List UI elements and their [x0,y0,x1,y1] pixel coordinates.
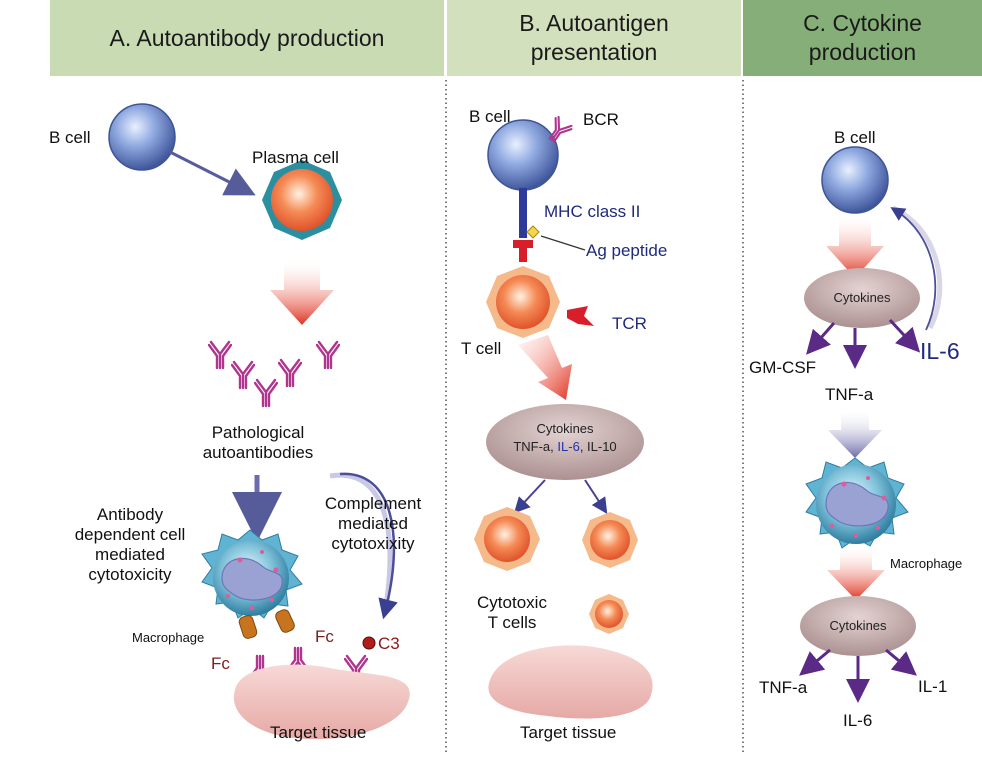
panel-c-cytokines-bottom-label: Cytokines [829,618,887,633]
panel-b-cytokines-list: TNF-a, IL-6, IL-10 [486,438,644,456]
fc-receptor-right [275,609,295,633]
cytokine-arrow-right [584,479,608,515]
panel-b-cytokine-pill [486,404,644,480]
il6-feedback-arrow [890,207,937,331]
panel-a-macrophage-label: Macrophage [132,630,205,645]
ag-peptide-label: Ag peptide [586,241,668,260]
panel-c-cytokine-pill-top [804,268,920,328]
panel-b-b-cell [487,119,559,191]
panel-a-target-tissue [233,664,410,740]
panel-b-cytokines-text: Cytokines TNF-a, IL-6, IL-10 [486,420,644,456]
fc-left-label: Fc [211,654,230,673]
bcr-label: BCR [583,110,619,129]
panel-b-b-cell-label: B cell [469,107,511,126]
il6-bottom-label: IL-6 [843,711,873,730]
cytotoxic-t-cell-3-core [595,600,623,628]
ag-peptide-diamond [526,225,540,239]
panel-c-b-cell-label: B cell [834,128,876,147]
tnfa-bottom-label: TNF-a [759,678,808,697]
il6-feedback-bg [891,205,943,330]
il6-top-label: IL-6 [920,338,960,364]
adcc-line3: mediated [95,545,165,564]
t-cell-label: T cell [461,339,502,358]
tcr-contact [513,240,533,262]
fc-right-label: Fc [315,627,334,646]
tnfa-to-macrophage-arrow [828,412,882,458]
pathological-line1: Pathological [211,423,305,442]
cytotoxic-t-cell-1-core [484,516,530,562]
panel-a-b-cell [108,103,176,171]
tcr-label: TCR [612,314,647,333]
t-cell-core [496,275,550,329]
cytotoxic-t-cell-2-core [590,520,630,560]
panel-a-b-cell-label: B cell [49,128,91,147]
adcc-line2: dependent cell [74,525,186,544]
il1-arrow [885,648,917,676]
cytotoxic-t-cells-label: Cytotoxic T cells [462,593,562,633]
mhc-stalk [519,188,527,238]
plasma-cell-label: Plasma cell [252,148,339,167]
adcc-line4: cytotoxicity [88,565,172,584]
cytotoxic-line1: Cytotoxic [477,593,547,612]
panel-c-header: C. Cytokine production [743,0,982,76]
b-to-cytokines-arrow [826,218,884,278]
panel-a-title: A. Autoantibody production [109,24,385,51]
cytotoxic-line2: T cells [487,613,537,632]
il1-label: IL-1 [918,677,948,696]
cyt-tnf: TNF-a, [513,439,554,454]
b-to-plasma-arrow [169,150,256,196]
panel-c-macrophage-label: Macrophage [890,556,963,571]
macrophage-to-cytokines-arrow [827,548,885,600]
cytokine-arrow-left [513,479,546,514]
plasma-cell-core [271,169,333,231]
panel-c-cytokines-top-label: Cytokines [833,290,891,305]
tnfa-bottom-arrow [799,648,831,676]
adcc-line1: Antibody [96,505,164,524]
panel-c-b-cell [821,146,889,214]
panel-b-title-line1: B. Autoantigen [519,10,669,36]
ag-peptide-leader [540,235,586,251]
panel-b-target-tissue-label: Target tissue [520,723,617,742]
fc-receptor-left [238,615,258,639]
cdc-label: Complement mediated cytotoxixity [312,494,434,554]
autoantibody-3 [254,378,278,408]
tnfa-top-label: TNF-a [825,385,874,404]
cdc-line2: mediated [338,514,408,533]
pathological-line2: autoantibodies [202,443,314,462]
panel-a-target-tissue-label: Target tissue [270,723,367,742]
to-complement-arrow [339,472,398,620]
tcr-receptor [567,306,594,326]
panel-b-title-line2: presentation [530,39,658,65]
gmcsf-arrow [806,322,836,355]
panel-c-title-line1: C. Cytokine [803,10,922,36]
panel-b-header: B. Autoantigen presentation [447,0,741,76]
c3-label: C3 [378,634,400,653]
adcc-label: Antibody dependent cell mediated cytotox… [66,505,194,585]
autoantibody-4 [278,358,302,388]
gmcsf-label: GM-CSF [749,358,817,377]
panel-b-cytokines-title: Cytokines [536,421,594,436]
panel-c-macrophage [805,457,909,549]
cyt-il10: , IL-10 [579,439,617,454]
t-cell-to-cytokines-arrow [518,335,572,400]
il6-top-arrow [888,318,921,353]
autoantibody-2 [231,360,255,390]
cdc-line3: cytotoxixity [331,534,415,553]
to-complement-arrow-bg [329,472,393,613]
cyt-il6: IL-6 [557,439,580,454]
pathological-autoantibodies-label: Pathological autoantibodies [195,423,321,463]
autoantibody-5 [316,340,340,370]
autoantibody-1 [208,340,232,370]
panel-a-header: A. Autoantibody production [50,0,444,76]
panel-a-macrophage [201,529,303,619]
mhc-label: MHC class II [544,202,641,221]
panel-b-target-tissue [488,645,653,719]
cdc-line1: Complement [324,494,422,513]
panel-c-cytokine-pill-bottom [800,596,916,656]
c3-dot [362,636,376,650]
plasma-down-arrow [270,262,334,325]
panel-c-title-line2: production [808,39,917,65]
